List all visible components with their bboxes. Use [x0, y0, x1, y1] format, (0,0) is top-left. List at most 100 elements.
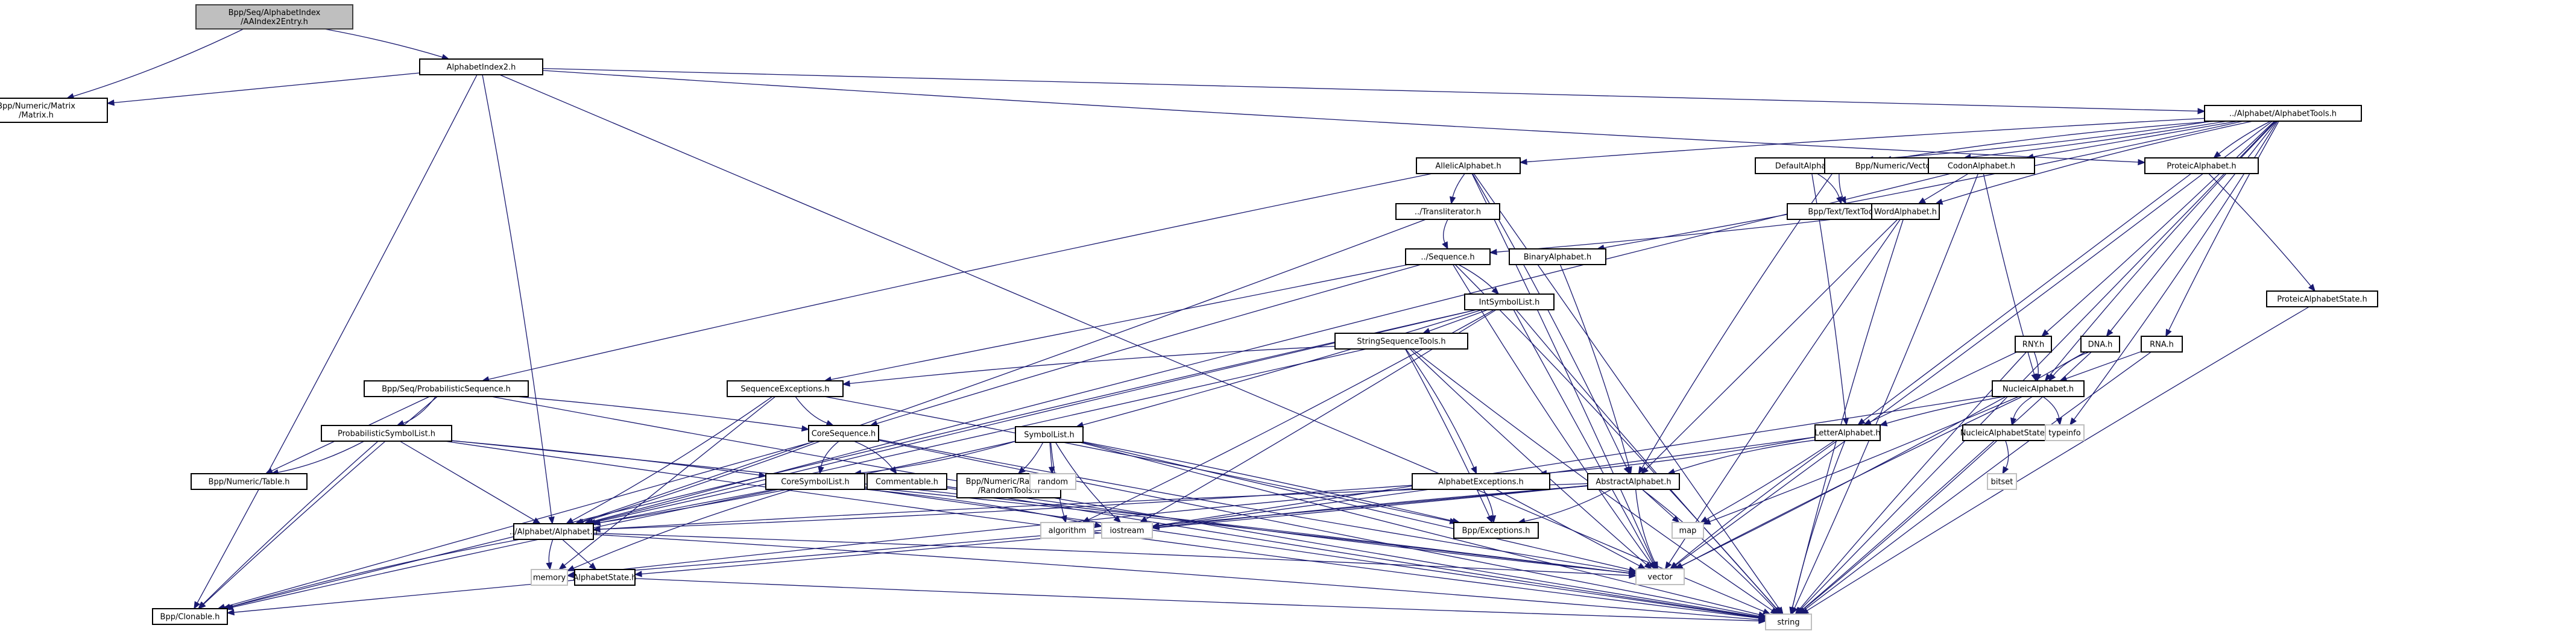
- node-seqexceptions[interactable]: SequenceExceptions.h: [727, 380, 844, 397]
- node-label: Commentable.h: [876, 478, 938, 487]
- node-box: [1015, 426, 1084, 443]
- edge-alphabettools-to-rny: [2041, 121, 2275, 337]
- node-coresymbollist[interactable]: CoreSymbolList.h: [765, 473, 865, 490]
- node-box: [531, 569, 568, 586]
- node-proteic[interactable]: ProteicAlphabet.h: [2144, 157, 2259, 174]
- edge-alphabetstate-to-clonable: [226, 580, 575, 616]
- edge-abstractalphabet-to-vector: [1635, 489, 1658, 570]
- node-typeinfo: typeinfo: [2045, 424, 2085, 441]
- node-binary[interactable]: BinaryAlphabet.h: [1509, 248, 1606, 265]
- node-alphabetstate[interactable]: AlphabetState.h: [573, 569, 637, 586]
- arrowhead-icon: [1644, 562, 1652, 570]
- node-label: Bpp/Exceptions.h: [1462, 527, 1530, 536]
- arrowhead-icon: [1879, 420, 1888, 427]
- edge-stringseqtools-to-alphabetexceptions: [1405, 348, 1477, 475]
- arrowhead-icon: [1048, 466, 1055, 475]
- node-probsymbollist[interactable]: ProbabilisticSymbolList.h: [321, 425, 452, 442]
- edge-coresymbollist-to-iostream: [864, 489, 1103, 529]
- edge-allelic-to-probseq: [481, 173, 1433, 383]
- arrowhead-icon: [546, 562, 552, 571]
- node-label: Bpp/Clonable.h: [160, 613, 220, 622]
- edge-sequence-to-seqexceptions: [823, 264, 1409, 383]
- arrowhead-icon: [818, 466, 824, 475]
- node-commentable[interactable]: Commentable.h: [867, 473, 947, 490]
- node-root[interactable]: Bpp/Seq/AlphabetIndex/AAIndex2Entry.h: [195, 4, 353, 30]
- arrowhead-icon: [566, 572, 575, 579]
- node-box: [1101, 522, 1153, 539]
- edge-alphabet-to-memory: [546, 539, 554, 571]
- node-nucleic[interactable]: NucleicAlphabet.h: [1992, 380, 2085, 397]
- node-box: [364, 380, 529, 397]
- arrowhead-icon: [1626, 466, 1632, 475]
- edge-codon-to-word: [1918, 173, 1969, 204]
- node-box: [1765, 614, 1812, 630]
- node-probseq[interactable]: Bpp/Seq/ProbabilisticSequence.h: [364, 380, 529, 397]
- node-alphabetexceptions[interactable]: AlphabetExceptions.h: [1412, 473, 1550, 490]
- edge-word-to-sequence: [1489, 214, 1872, 256]
- edge-nucleicstate-to-string: [1796, 440, 1998, 615]
- node-abstractalphabet[interactable]: AbstractAlphabet.h: [1587, 473, 1680, 490]
- arrowhead-icon: [758, 471, 767, 479]
- node-stringseqtools[interactable]: StringSequenceTools.h: [1334, 333, 1468, 350]
- node-alphabettools[interactable]: ../Alphabet/AlphabetTools.h: [2204, 105, 2362, 122]
- node-transliterator[interactable]: ../Transliterator.h: [1395, 203, 1500, 220]
- node-word[interactable]: WordAlphabet.h: [1871, 203, 1940, 220]
- node-rny[interactable]: RNY.h: [2015, 336, 2052, 353]
- node-allelic[interactable]: AllelicAlphabet.h: [1416, 157, 1521, 174]
- arrowhead-icon: [592, 526, 601, 533]
- edge-probseq-to-string: [491, 396, 1767, 620]
- node-bitset: bitset: [1987, 473, 2017, 490]
- arrowhead-icon: [1489, 248, 1497, 256]
- arrowhead-icon: [2048, 373, 2056, 382]
- node-alphabetindex2[interactable]: AlphabetIndex2.h: [419, 58, 543, 75]
- node-label: SequenceExceptions.h: [740, 385, 829, 394]
- arrowhead-icon: [1652, 561, 1658, 570]
- arrowhead-icon: [1442, 241, 1448, 250]
- node-nucleicstate[interactable]: NucleicAlphabetState.h: [1960, 424, 2053, 441]
- node-dna[interactable]: DNA.h: [2080, 336, 2120, 353]
- edge-nucleic-to-letter: [1879, 396, 2004, 427]
- node-label: AlphabetIndex2.h: [447, 63, 516, 72]
- node-box: [152, 608, 228, 625]
- node-box: [1040, 522, 1094, 539]
- node-box: [1464, 293, 1555, 310]
- edge-abstractalphabet-to-exceptions: [1517, 489, 1612, 524]
- edge-alphabet-to-alphabetstate: [562, 539, 597, 570]
- node-table[interactable]: Bpp/Numeric/Table.h: [191, 473, 308, 490]
- node-letter[interactable]: LetterAlphabet.h: [1814, 424, 1881, 441]
- node-iostream: iostream: [1101, 522, 1153, 539]
- node-clonable[interactable]: Bpp/Clonable.h: [152, 608, 228, 625]
- edge-coresequence-to-coresymbollist: [818, 441, 839, 475]
- node-symbollist[interactable]: SymbolList.h: [1015, 426, 1084, 443]
- node-codon[interactable]: CodonAlphabet.h: [1928, 157, 2035, 174]
- node-proteicstate[interactable]: ProteicAlphabetState.h: [2266, 290, 2378, 307]
- edge-alphabetindex2-to-alphabettools: [542, 67, 2206, 115]
- node-label: CodonAlphabet.h: [1948, 162, 2015, 171]
- edge-symbollist-to-randomtools: [1017, 442, 1044, 474]
- edge-proteic-to-letter: [1857, 173, 2192, 425]
- arrowhead-icon: [1669, 562, 1678, 570]
- node-box: [1395, 203, 1500, 220]
- node-alphabet[interactable]: ../Alphabet/Alphabet.h: [510, 523, 598, 540]
- edge-alphabet-to-vector: [593, 533, 1637, 579]
- node-label: LetterAlphabet.h: [1814, 429, 1880, 438]
- node-sequence[interactable]: ../Sequence.h: [1405, 248, 1491, 265]
- edge-alphabetindex2-to-matrix: [106, 72, 420, 106]
- node-matrix[interactable]: Bpp/Numeric/Matrix/Matrix.h: [0, 98, 108, 123]
- node-exceptions[interactable]: Bpp/Exceptions.h: [1453, 522, 1539, 539]
- edge-probseq-to-probsymbollist: [396, 396, 437, 426]
- arrowhead-icon: [1449, 196, 1456, 205]
- node-intsymbollist[interactable]: IntSymbolList.h: [1464, 293, 1555, 310]
- edge-probsymbollist-to-clonable: [197, 441, 379, 609]
- arrowhead-icon: [1094, 521, 1103, 529]
- node-coresequence[interactable]: CoreSequence.h: [808, 425, 879, 442]
- node-label: Bpp/Seq/AlphabetIndex: [229, 8, 321, 17]
- node-box: [1412, 473, 1550, 490]
- node-label: Bpp/Numeric/Matrix: [0, 102, 75, 111]
- edge-word-to-abstractalphabet: [1641, 219, 1898, 474]
- node-rna[interactable]: RNA.h: [2141, 336, 2183, 353]
- arrowhead-icon: [226, 609, 235, 616]
- edge-seqexceptions-to-exceptions: [824, 396, 1458, 524]
- node-box: [1029, 473, 1076, 490]
